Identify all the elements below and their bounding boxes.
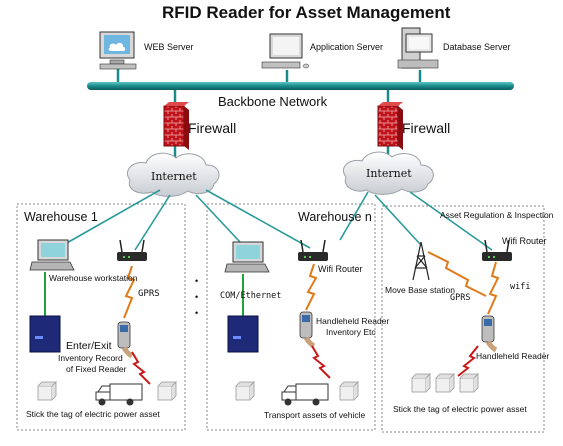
firewall-left-label: Firewall [188, 120, 237, 136]
firewall-left-icon [163, 102, 189, 150]
right-handheld-reader-label: Handleheld Reader [476, 351, 550, 361]
fixed-reader-icon-warehouse1 [29, 315, 61, 353]
right-section-box [381, 205, 545, 433]
handheld-reader-icon-right [481, 315, 498, 353]
right-wifi-label: wifi [510, 282, 531, 292]
router-icon-warehousen [298, 239, 328, 261]
warehouse1-stick-tag-label: Stick the tag of electric power asset [26, 409, 160, 419]
enter-exit-label: Enter/Exit [66, 340, 112, 352]
warehouse-1-title: Warehouse 1 [24, 210, 98, 224]
ellipsis-dot-2: • [195, 292, 199, 302]
green-links [44, 272, 244, 316]
warehouse-n-title: Warehouse n [298, 210, 372, 224]
asset-tags-warehousen [235, 381, 359, 401]
database-server-icon [397, 27, 439, 69]
web-server-label: WEB Server [144, 42, 194, 52]
web-server-icon [99, 31, 137, 70]
laptop-icon-warehousen [224, 241, 270, 273]
right-stick-tag-label: Stick the tag of electric power asset [393, 404, 527, 414]
asset-regulation-label: Asset Regulation & Inspection [440, 210, 554, 220]
asset-tags-warehouse1 [37, 381, 177, 401]
warehouse-workstation-label: Warehouse workstation [49, 273, 138, 283]
warehouse1-gprs-label: GPRS [138, 289, 160, 299]
internet-left-label: Internet [151, 170, 197, 183]
internet-right-label: Internet [366, 167, 412, 180]
diagram-title: RFID Reader for Asset Management [162, 3, 451, 22]
fixed-reader-label: of Fixed Reader [66, 364, 127, 374]
warehouse-n-box [206, 203, 376, 431]
laptop-icon-warehouse1 [29, 239, 75, 271]
internet-links [64, 189, 493, 251]
move-base-station-label: Move Base station [385, 285, 455, 295]
asset-tags-right [411, 373, 479, 393]
base-station-tower-icon [412, 241, 430, 281]
router-icon-right [482, 239, 512, 261]
backbone-label: Backbone Network [218, 94, 328, 109]
fixed-reader-icon-warehousen [227, 315, 259, 353]
application-server-label: Application Server [310, 42, 384, 52]
handheld-reader-icon-warehousen [299, 311, 316, 349]
right-wifi-router-label: Wifi Router [502, 236, 547, 246]
ellipsis-dot-3: • [195, 308, 199, 318]
truck-icon-warehouse1 [95, 383, 143, 406]
backbone-pipe [87, 82, 514, 90]
truck-icon-warehousen [281, 383, 329, 406]
server-drop-lines [116, 68, 422, 84]
handheld-reader-icon-warehouse1 [117, 321, 134, 359]
inventory-record-label: Inventory Record [58, 353, 123, 363]
transport-assets-label: Transport assets of vehicle [264, 410, 366, 420]
internet-cloud-right [342, 151, 434, 195]
warehousen-wifi-router-label: Wifi Router [318, 264, 363, 274]
database-server-label: Database Server [443, 42, 511, 52]
ellipsis-dot-1: • [195, 276, 199, 286]
application-server-icon [261, 33, 310, 69]
com-ethernet-label: COM/Ethernet [220, 291, 282, 301]
inventory-etc-label: Inventory Etc [326, 327, 376, 337]
right-gprs-label: GPRS [450, 293, 471, 303]
wireless-links [123, 251, 500, 385]
firewall-right-icon [377, 102, 403, 150]
warehousen-handheld-reader-label: Handleheld Reader [316, 316, 390, 326]
firewall-right-label: Firewall [402, 120, 451, 136]
warehouse-1-box [16, 203, 186, 431]
router-icon-warehouse1 [117, 239, 147, 261]
